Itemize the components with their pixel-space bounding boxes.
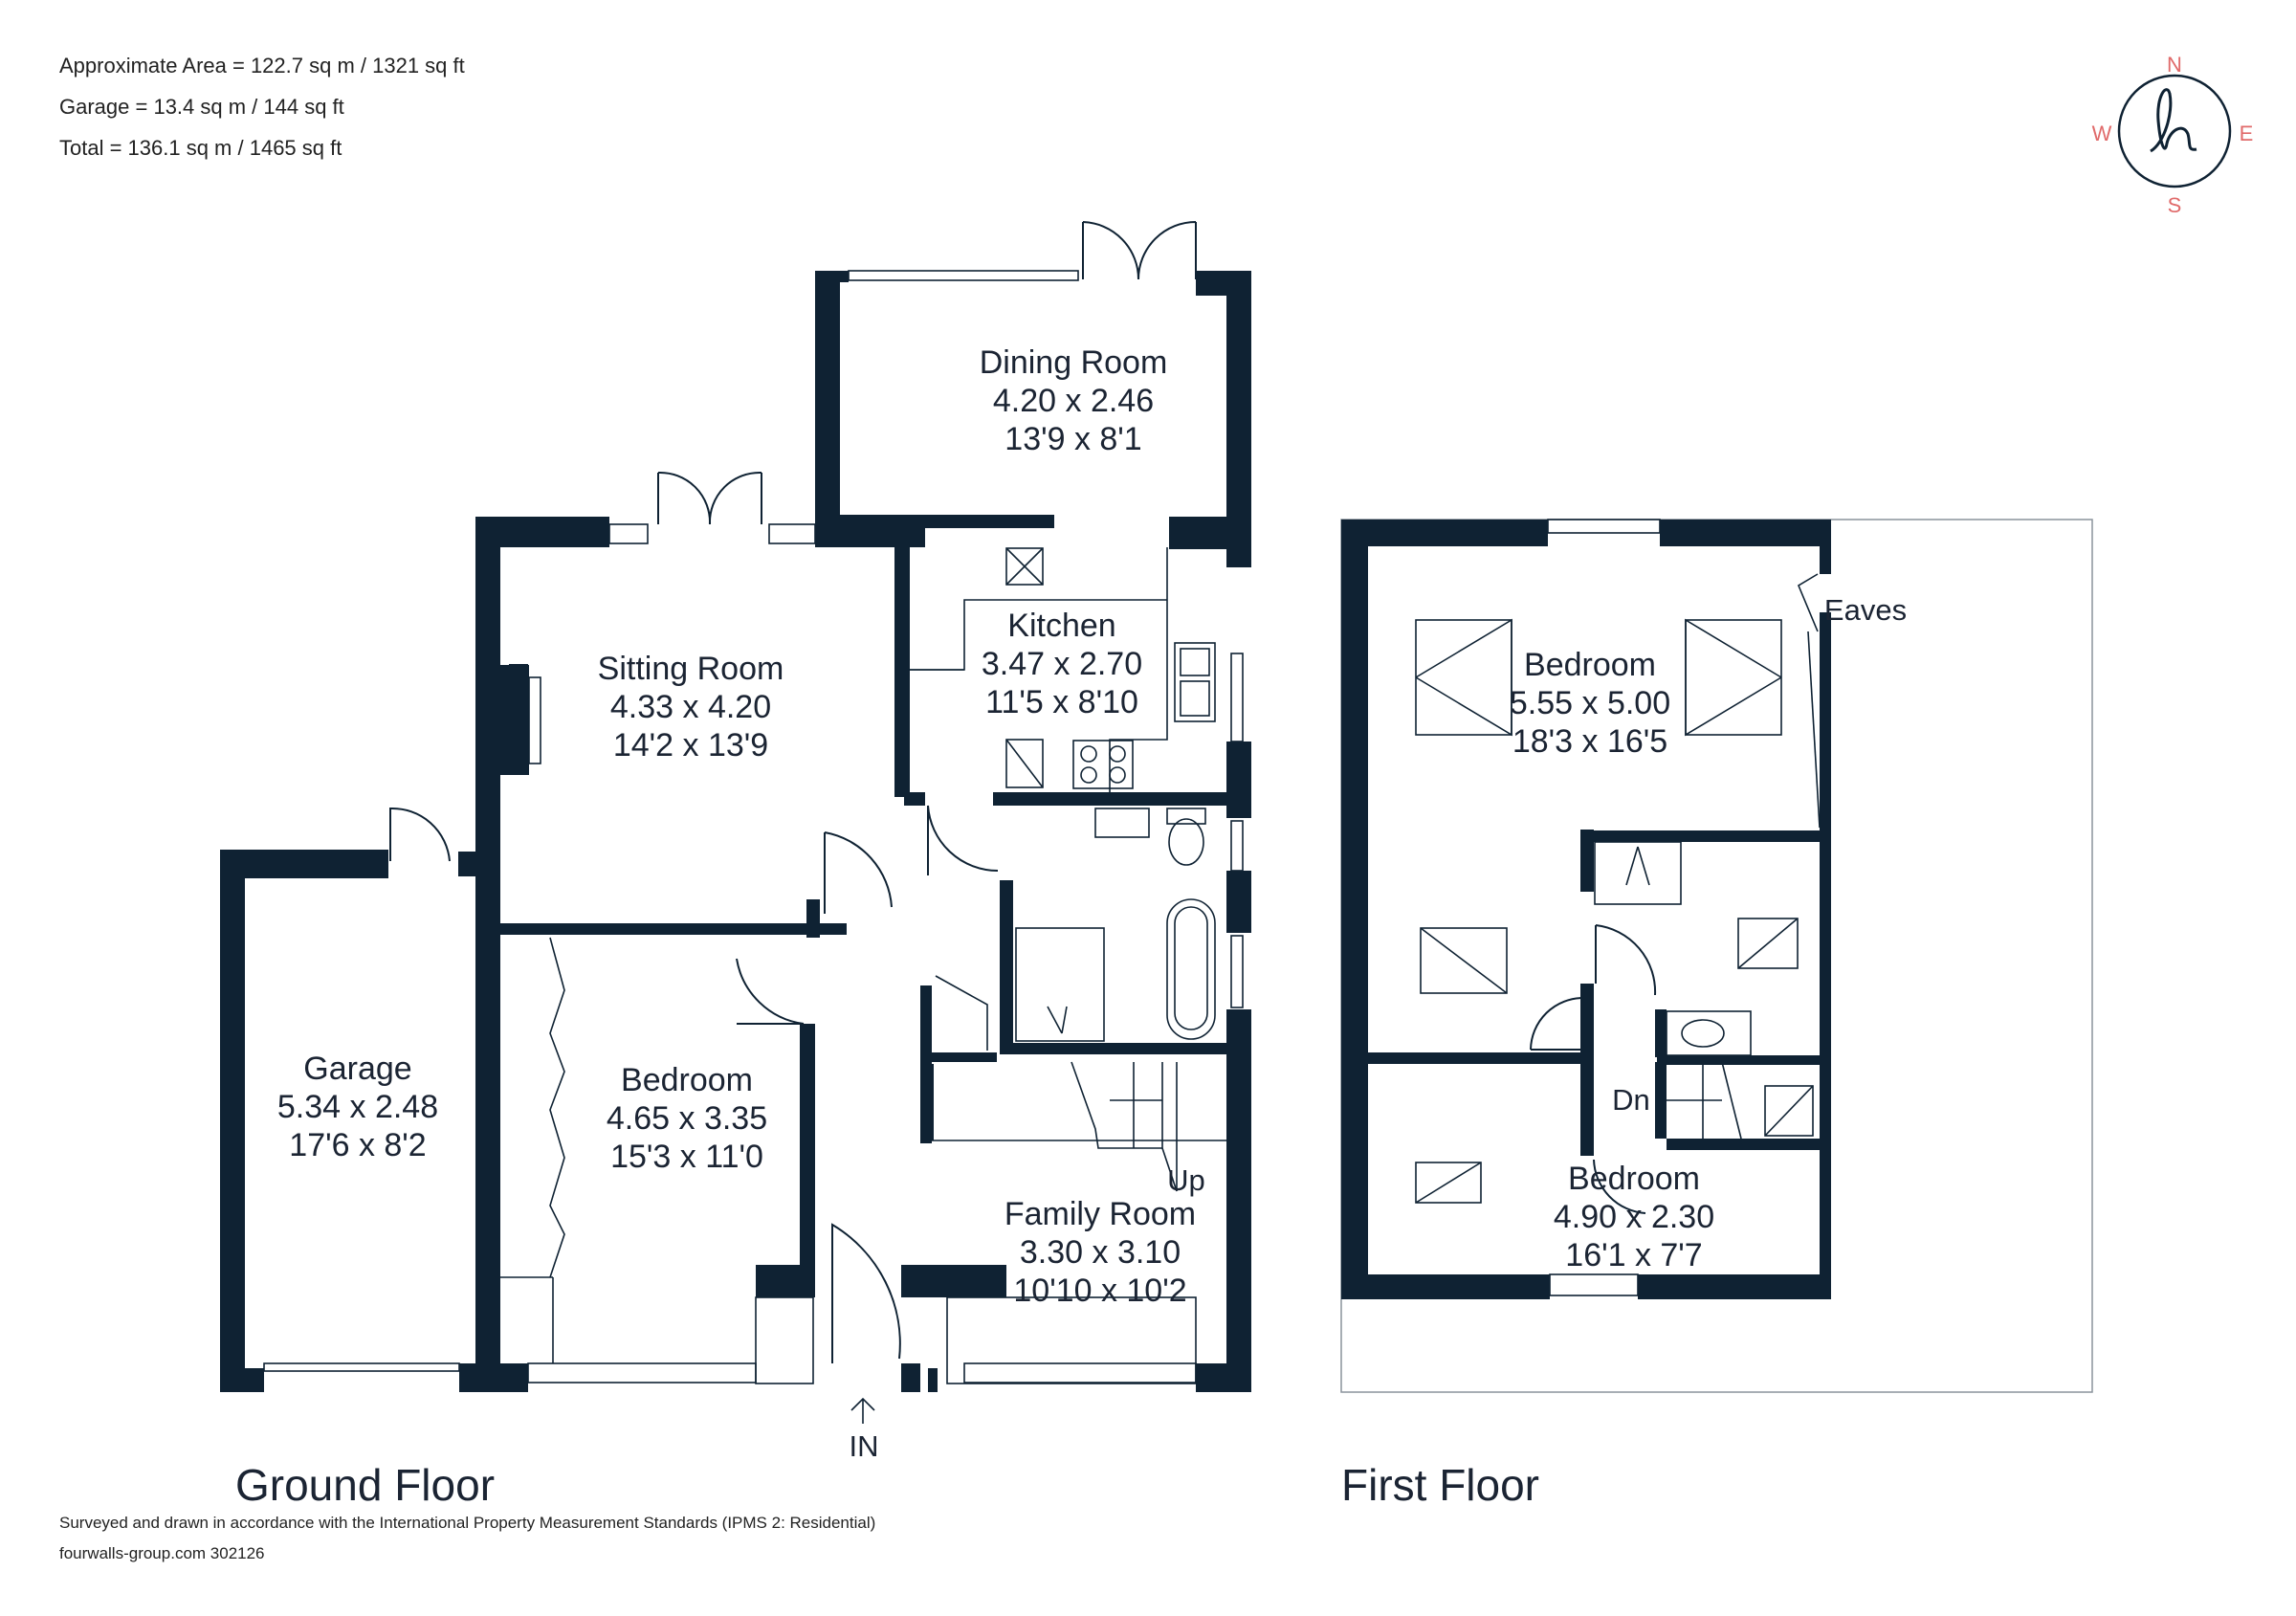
first-bedroom-main-imperial: 18'3 x 16'5	[1512, 723, 1667, 760]
ground-bedroom-name: Bedroom	[621, 1062, 753, 1098]
ground-floor-details	[263, 221, 1244, 1424]
first-bedroom-main-metric: 5.55 x 5.00	[1510, 685, 1670, 721]
kitchen: Kitchen 3.47 x 2.70 11'5 x 8'10	[982, 608, 1142, 720]
stairs-up-label: Up	[1167, 1163, 1205, 1197]
stairs-down-label: Dn	[1612, 1083, 1650, 1117]
garage-imperial: 17'6 x 8'2	[289, 1127, 426, 1163]
ground-bedroom: Bedroom 4.65 x 3.35 15'3 x 11'0	[607, 1062, 767, 1175]
sitting-room-name: Sitting Room	[598, 651, 784, 687]
eaves-label: Eaves	[1824, 593, 1907, 627]
entrance-label: IN	[850, 1429, 879, 1463]
ground-bedroom-imperial: 15'3 x 11'0	[610, 1139, 763, 1175]
dining-room: Dining Room 4.20 x 2.46 13'9 x 8'1	[980, 344, 1168, 457]
ground-floor-walls	[220, 271, 1251, 1392]
first-bedroom-main-name: Bedroom	[1524, 647, 1656, 683]
sitting-room: Sitting Room 4.33 x 4.20 14'2 x 13'9	[598, 651, 784, 764]
garage-name: Garage	[303, 1051, 411, 1087]
compass-east: E	[2240, 122, 2254, 145]
family-room: Up Family Room 3.30 x 3.10 10'10 x 10'2	[1004, 1163, 1205, 1309]
area-approximate: Approximate Area = 122.7 sq m / 1321 sq …	[59, 54, 465, 77]
area-total: Total = 136.1 sq m / 1465 sq ft	[59, 136, 342, 160]
compass-west: W	[2092, 122, 2112, 145]
garage-metric: 5.34 x 2.48	[277, 1089, 438, 1125]
family-room-name: Family Room	[1004, 1196, 1196, 1232]
first-bedroom-second-metric: 4.90 x 2.30	[1554, 1199, 1714, 1235]
dining-room-metric: 4.20 x 2.46	[993, 383, 1154, 419]
dining-room-name: Dining Room	[980, 344, 1168, 381]
ground-floor-title: Ground Floor	[235, 1460, 496, 1510]
sitting-room-metric: 4.33 x 4.20	[610, 689, 771, 725]
first-floor-title: First Floor	[1341, 1460, 1539, 1510]
compass-south: S	[2168, 193, 2182, 217]
sitting-room-imperial: 14'2 x 13'9	[613, 727, 768, 764]
first-bedroom-main: Eaves Bedroom 5.55 x 5.00 18'3 x 16'5	[1510, 593, 1907, 760]
ground-bedroom-metric: 4.65 x 3.35	[607, 1100, 767, 1137]
first-bedroom-second-name: Bedroom	[1568, 1161, 1700, 1197]
first-bedroom-second-imperial: 16'1 x 7'7	[1565, 1237, 1702, 1273]
kitchen-name: Kitchen	[1007, 608, 1115, 644]
measurement-standard-note: Surveyed and drawn in accordance with th…	[59, 1514, 876, 1532]
compass: N E S W	[2092, 53, 2254, 217]
kitchen-imperial: 11'5 x 8'10	[985, 684, 1138, 720]
first-bedroom-second: Dn Bedroom 4.90 x 2.30 16'1 x 7'7	[1554, 1083, 1714, 1273]
family-room-imperial: 10'10 x 10'2	[1013, 1273, 1186, 1309]
compass-north: N	[2167, 53, 2182, 77]
dining-room-imperial: 13'9 x 8'1	[1004, 421, 1141, 457]
kitchen-metric: 3.47 x 2.70	[982, 646, 1142, 682]
area-garage: Garage = 13.4 sq m / 144 sq ft	[59, 95, 344, 119]
garage: Garage 5.34 x 2.48 17'6 x 8'2	[277, 1051, 438, 1163]
brand-logo	[2150, 88, 2197, 153]
first-floor-details	[1415, 519, 1821, 1296]
family-room-metric: 3.30 x 3.10	[1020, 1234, 1181, 1271]
first-floor-walls	[1340, 519, 2093, 1393]
reference-note: fourwalls-group.com 302126	[59, 1544, 265, 1562]
